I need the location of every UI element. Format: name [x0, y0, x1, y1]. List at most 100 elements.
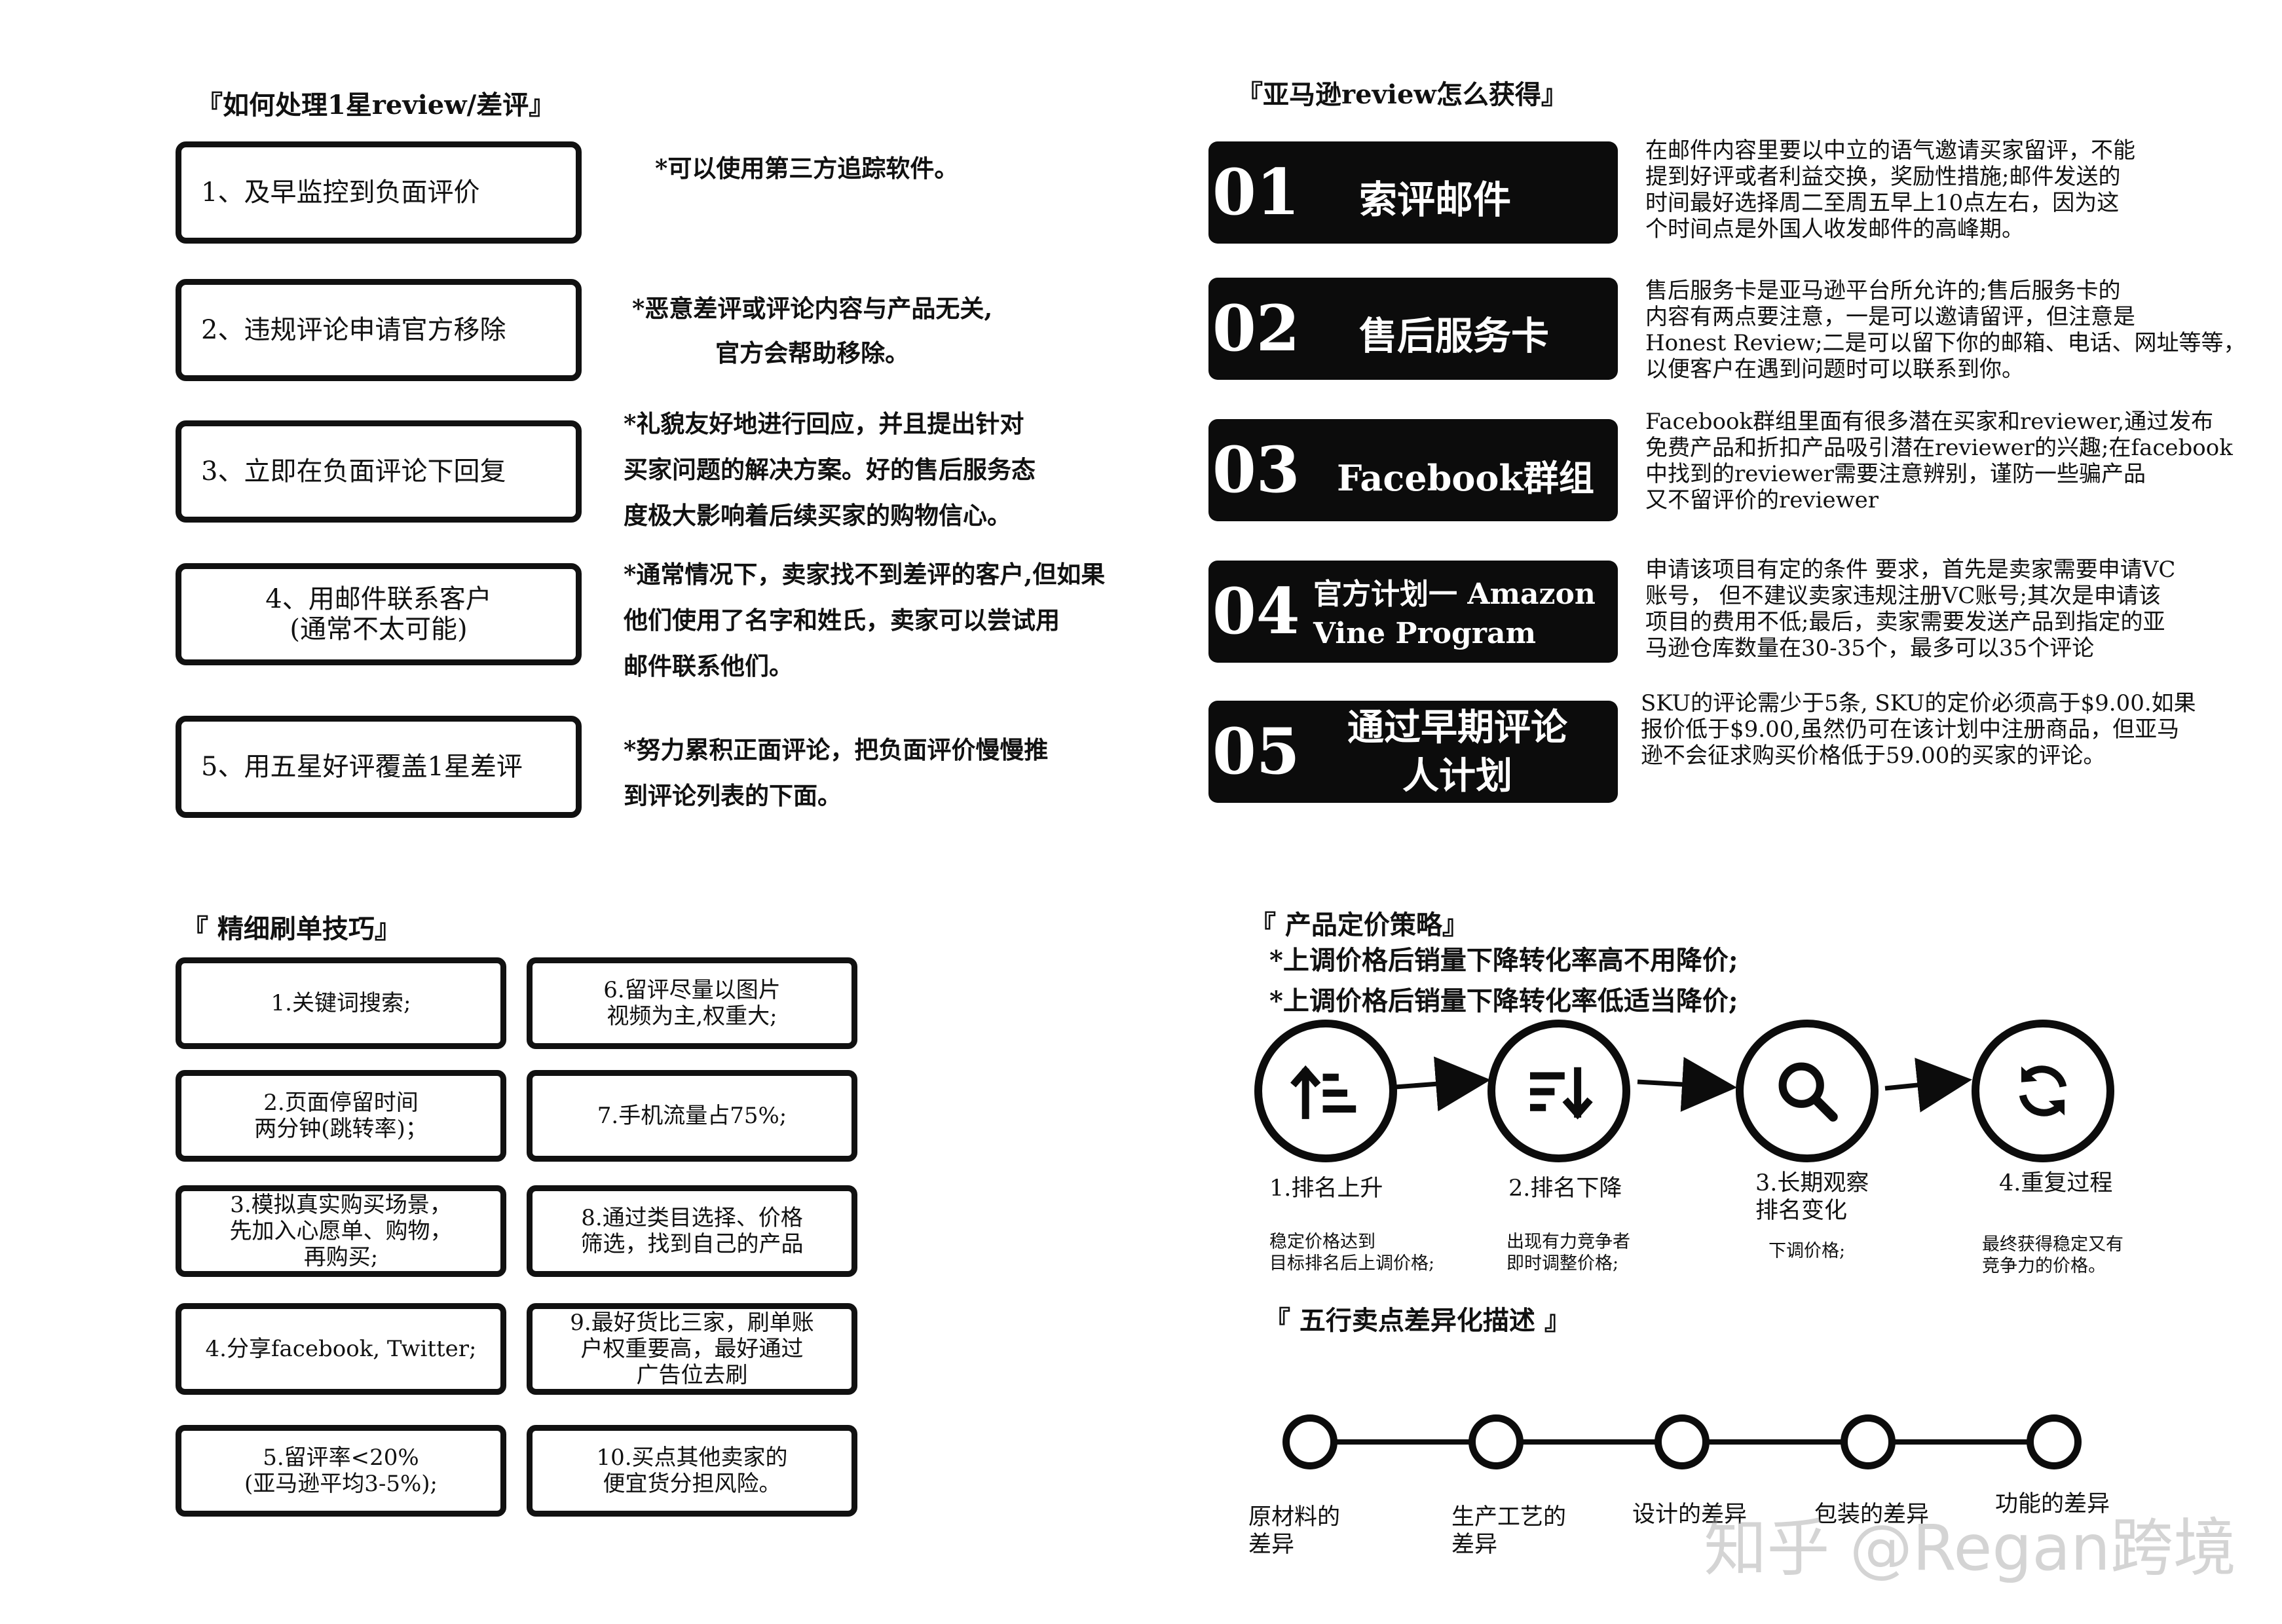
desc-line: Honest Review;二是可以留下你的邮箱、电话、网址等等， — [1645, 330, 2246, 356]
method-title: 售后服务卡 — [1359, 314, 1550, 358]
tip-line: 3.模拟真实购买场景， — [230, 1192, 452, 1218]
method-desc-02: 售后服务卡是亚马逊平台所允许的;售后服务卡的 内容有两点要注意，一是可以邀请留评… — [1645, 278, 2246, 382]
tip-line: 再购买; — [303, 1244, 379, 1270]
selling-point-label-3: 设计的差异 — [1632, 1501, 1747, 1528]
desc-line: 提到好评或者利益交换，奖励性措施;邮件发送的 — [1645, 164, 2121, 190]
desc-line: 逊不会征求购买价格低于59.00的买家的评论。 — [1641, 743, 2106, 769]
tip-line: 7.手机流量占75%; — [597, 1103, 787, 1129]
pricing-step-desc-1: 稳定价格达到 目标排名后上调价格; — [1269, 1231, 1434, 1274]
desc-line: Facebook群组里面有很多潜在买家和reviewer,通过发布 — [1645, 409, 2214, 435]
method-desc-03: Facebook群组里面有很多潜在买家和reviewer,通过发布 免费产品和折… — [1645, 409, 2233, 513]
note-line: *可以使用第三方追踪软件。 — [655, 154, 959, 183]
flow-arrow — [1884, 1058, 1972, 1113]
method-desc-04: 申请该项目有定的条件 要求，首先是卖家需要申请VC 账号， 但不建议卖家违规注册… — [1645, 557, 2175, 661]
review-method-01: 01 索评邮件 — [1208, 141, 1618, 244]
method-title-line: 人计划 — [1402, 754, 1512, 798]
flow-arrow — [1637, 1057, 1737, 1112]
step-desc-line: 下调价格; — [1768, 1241, 1846, 1261]
method-number: 03 — [1212, 433, 1300, 507]
pricing-step-desc-2: 出现有力竞争者 即时调整价格; — [1506, 1231, 1630, 1274]
tip-box-10: 10.买点其他卖家的便宜货分担风险。 — [527, 1425, 857, 1517]
tip-line: 广告位去刷 — [636, 1362, 748, 1388]
step-note-5: *努力累积正面评论，把负面评价慢慢推 到评论列表的下面。 — [624, 727, 1048, 819]
tip-line: 9.最好货比三家，刷单账 — [570, 1310, 814, 1336]
magnifier-icon — [1736, 1020, 1879, 1162]
desc-line: 申请该项目有定的条件 要求，首先是卖家需要申请VC — [1645, 557, 2176, 583]
note-line: *努力累积正面评论，把负面评价慢慢推 — [624, 735, 1049, 764]
section-heading-review-handling: 『如何处理1星review/差评』 — [196, 90, 555, 120]
pricing-note-line: *上调价格后销量下降转化率高不用降价; — [1269, 945, 1738, 976]
step-note-2: *恶意差评或评论内容与产品无关, 官方会帮助移除。 — [632, 286, 992, 376]
pricing-note-line: *上调价格后销量下降转化率低适当降价; — [1269, 986, 1738, 1016]
selling-point-label-2: 生产工艺的 差异 — [1451, 1504, 1566, 1559]
tip-box-7: 7.手机流量占75%; — [527, 1070, 857, 1162]
step-box-3: 3、立即在负面评论下回复 — [176, 420, 582, 523]
method-title: Facebook群组 — [1337, 457, 1594, 499]
sort-descending-icon — [1487, 1020, 1630, 1162]
sort-ascending-icon — [1254, 1020, 1397, 1162]
step-label-multiline: 4、用邮件联系客户 (通常不太可能) — [265, 584, 491, 644]
desc-line: 中找到的reviewer需要注意辨别，谨防一些骗产品 — [1645, 461, 2146, 487]
method-title-line: 通过早期评论 — [1347, 706, 1567, 749]
label-line: 设计的差异 — [1632, 1502, 1748, 1528]
timeline-node — [2027, 1414, 2082, 1469]
section-heading-selling-points: 『 五行卖点差异化描述 』 — [1264, 1305, 1571, 1336]
step-label-line: 4、用邮件联系客户 — [265, 584, 492, 614]
pricing-step-label-4: 4.重复过程 — [1999, 1170, 2112, 1197]
step-box-2: 2、违规评论申请官方移除 — [176, 279, 582, 381]
note-line: 他们使用了名字和姓氏，卖家可以尝试用 — [624, 606, 1060, 635]
step-note-4: *通常情况下，卖家找不到差评的客户,但如果 他们使用了名字和姓氏，卖家可以尝试用… — [624, 551, 1105, 689]
desc-line: 内容有两点要注意，一是可以邀请留评，但注意是 — [1645, 304, 2135, 330]
step-label: 1、及早监控到负面评价 — [201, 177, 480, 208]
pricing-notes: *上调价格后销量下降转化率高不用降价; *上调价格后销量下降转化率低适当降价; — [1269, 940, 1738, 1022]
note-line: *礼貌友好地进行回应，并且提出针对 — [624, 409, 1024, 438]
label-line: 差异 — [1451, 1532, 1498, 1558]
desc-line: 报价低于$9.00,虽然仍可在该计划中注册商品，但亚马 — [1641, 716, 2180, 743]
step-label-line: (通常不太可能) — [290, 614, 468, 644]
pricing-step-label-3: 3.长期观察 排名变化 — [1755, 1170, 1869, 1225]
method-title-line: 官方计划一 Amazon — [1313, 578, 1596, 611]
tip-box-4: 4.分享facebook, Twitter; — [176, 1303, 506, 1395]
method-number: 05 — [1212, 714, 1300, 788]
label-line: 生产工艺的 — [1451, 1504, 1567, 1530]
tip-box-5: 5.留评率<20%(亚马逊平均3-5%); — [176, 1425, 506, 1517]
note-line: 官方会帮助移除。 — [715, 339, 910, 367]
timeline-node — [1655, 1414, 1710, 1469]
tip-line: 先加入心愿单、购物， — [229, 1218, 453, 1244]
desc-line: 个时间点是外国人收发邮件的高峰期。 — [1645, 216, 2024, 242]
step-label-line: 3.长期观察 — [1755, 1170, 1869, 1196]
section-heading-pricing: 『 产品定价策略』 — [1250, 910, 1468, 940]
step-label: 3、立即在负面评论下回复 — [201, 456, 506, 487]
tip-line: 8.通过类目选择、价格 — [581, 1205, 803, 1231]
method-title: 索评邮件 — [1359, 177, 1512, 222]
pricing-step-label-1: 1.排名上升 — [1269, 1175, 1383, 1202]
label-line: 功能的差异 — [1995, 1491, 2110, 1517]
step-desc-line: 竞争力的价格。 — [1982, 1256, 2106, 1276]
step-label-line: 2.排名下降 — [1508, 1175, 1622, 1202]
tip-line: 5.留评率<20% — [263, 1445, 419, 1471]
pricing-flow-arrows — [1394, 1056, 1972, 1113]
step-desc-line: 稳定价格达到 — [1269, 1232, 1375, 1252]
tip-line: 两分钟(跳转率)； — [254, 1116, 428, 1142]
note-line: 买家问题的解决方案。好的售后服务态 — [624, 455, 1036, 484]
tip-line: 10.买点其他卖家的 — [596, 1445, 788, 1471]
section-heading-order-tips: 『 精细刷单技巧』 — [182, 913, 401, 944]
review-method-05: 05 通过早期评论 人计划 — [1208, 701, 1618, 803]
note-line: 度极大影响着后续买家的购物信心。 — [624, 501, 1011, 530]
step-box-5: 5、用五星好评覆盖1星差评 — [176, 716, 582, 818]
tip-line: 2.页面停留时间 — [263, 1090, 419, 1116]
selling-point-label-5: 功能的差异 — [1995, 1490, 2110, 1518]
timeline-node — [1282, 1414, 1337, 1469]
method-title: 官方计划一 Amazon Vine Program — [1313, 575, 1596, 654]
desc-line: 又不留评价的reviewer — [1645, 487, 1879, 513]
step-note-3: *礼貌友好地进行回应，并且提出针对 买家问题的解决方案。好的售后服务态 度极大影… — [624, 401, 1036, 538]
pricing-step-label-2: 2.排名下降 — [1508, 1175, 1622, 1202]
step-note-1: *可以使用第三方追踪软件。 — [655, 145, 958, 191]
timeline-node — [1468, 1414, 1524, 1469]
method-number: 04 — [1212, 574, 1300, 648]
step-box-4: 4、用邮件联系客户 (通常不太可能) — [176, 563, 582, 665]
desc-line: 免费产品和折扣产品吸引潜在reviewer的兴趣;在facebook — [1645, 435, 2233, 461]
method-number: 02 — [1212, 291, 1300, 365]
method-desc-05: SKU的评论需少于5条, SKU的定价必须高于$9.00.如果 报价低于$9.0… — [1641, 690, 2196, 769]
step-desc-line: 目标排名后上调价格; — [1269, 1253, 1435, 1274]
